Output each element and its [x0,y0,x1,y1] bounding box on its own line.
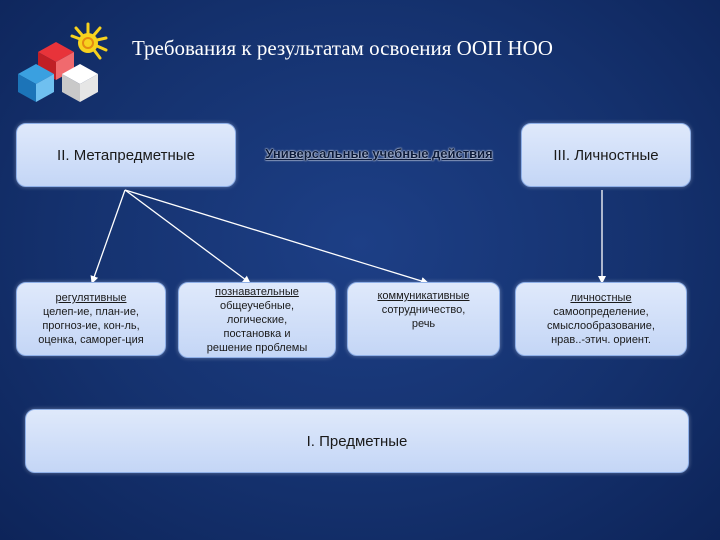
predmetnye-label: I. Предметные [306,432,408,450]
lichnost-box: личностные самоопределение, смыслообразо… [515,282,687,356]
arrow-to-regul [90,189,126,284]
kommun-line: сотрудничество, [381,304,466,316]
uud-label: Универсальные учебные действия [265,146,493,161]
poznav-line: логические, [226,314,288,326]
poznav-box: познавательные общеучебные, логические, … [178,282,336,358]
poznav-line: постановка и [223,328,291,340]
slide-title: Требования к результатам освоения ООП НО… [132,36,553,60]
kommun-box: коммуникативные сотрудничество, речь [347,282,500,356]
regul-line: целеп-ие, план-ие, [42,306,139,318]
lichnost-line: нрав..-этич. ориент. [551,334,651,346]
lichnostnye-box: III. Личностные [521,123,691,187]
poznav-heading: познавательные [215,286,299,298]
kommun-line: речь [411,318,436,330]
regul-line: прогноз-ие, кон-ль, [42,320,140,332]
lichnostnye-label: III. Личностные [553,146,659,164]
kommun-heading: коммуникативные [377,290,470,302]
education-logo-icon [18,22,108,102]
arrow-to-poznav [124,189,251,284]
regul-box: регулятивные целеп-ие, план-ие, прогноз-… [16,282,166,356]
poznav-line: решение проблемы [206,342,308,354]
lichnost-line: самоопределение, [553,306,649,318]
metapredmetnye-box: II. Метапредметные [16,123,236,187]
regul-heading: регулятивные [55,292,127,304]
arrow-to-kommun [124,189,429,285]
predmetnye-box: I. Предметные [25,409,689,473]
metapredmetnye-label: II. Метапредметные [57,146,195,164]
poznav-line: общеучебные, [219,300,295,312]
regul-line: оценка, саморег-ция [38,334,144,346]
lichnost-heading: личностные [570,292,632,304]
lichnost-line: смыслообразование, [547,320,655,332]
